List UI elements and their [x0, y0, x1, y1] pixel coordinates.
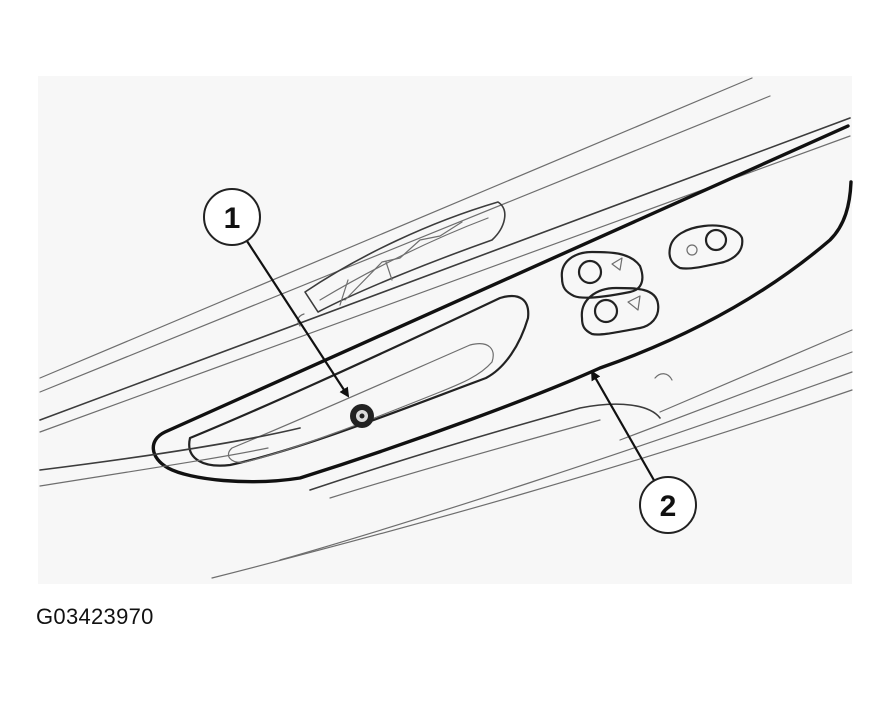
window-switch-pad [560, 224, 744, 336]
door-handle [297, 201, 506, 327]
callout-1-number: 1 [224, 202, 241, 235]
lock-button-icon [704, 228, 728, 252]
switch-button-icon [593, 298, 619, 324]
callout-2: 2 [591, 370, 697, 534]
callout-2-number: 2 [660, 490, 677, 523]
switch-bezel [151, 124, 853, 484]
lower-panel-lines [39, 329, 853, 579]
callout-2-leader [591, 370, 656, 483]
switch-button-icon [577, 259, 603, 285]
callout-1: 1 [203, 188, 350, 398]
callout-1-leader [244, 237, 350, 398]
drawing-background [38, 76, 852, 584]
figure-id-label: G03423970 [36, 604, 154, 629]
armrest-pocket [188, 294, 530, 467]
screw [350, 404, 374, 428]
indicator-light-icon [686, 244, 698, 256]
